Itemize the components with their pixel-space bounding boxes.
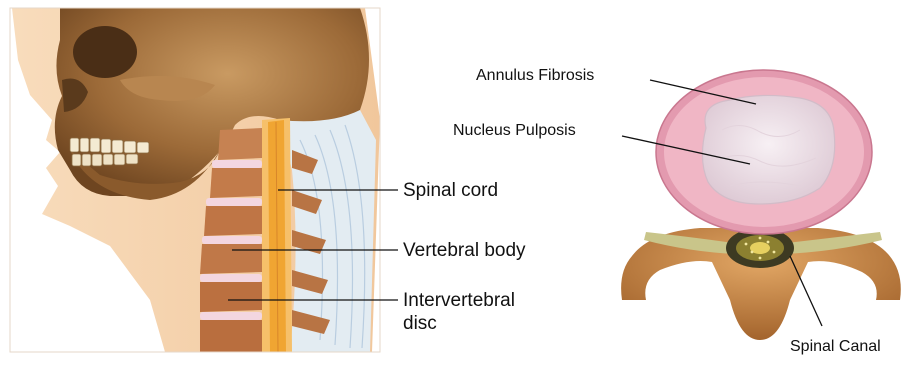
vertebra-body xyxy=(204,206,262,236)
lower-teeth xyxy=(72,154,138,166)
disc-5 xyxy=(200,312,262,320)
disc-4 xyxy=(200,274,262,282)
label-annulus-fibrosis: Annulus Fibrosis xyxy=(476,67,594,85)
label-intervertebral-line1: Intervertebral xyxy=(403,290,515,312)
label-vertebral-body: Vertebral body xyxy=(403,240,526,262)
vertebra-body xyxy=(200,244,262,274)
label-nucleus-pulposis: Nucleus Pulposis xyxy=(453,122,576,140)
vertebra-body xyxy=(200,320,262,352)
nucleus-pulposis xyxy=(702,95,834,204)
label-intervertebral-line2: disc xyxy=(403,313,437,335)
disc-2 xyxy=(206,198,262,206)
left-panel xyxy=(10,8,398,352)
disc-1 xyxy=(212,160,262,168)
right-panel xyxy=(621,70,901,340)
vertebra-body xyxy=(210,168,262,198)
disc-3 xyxy=(202,236,262,244)
vertebra-body xyxy=(218,128,262,160)
label-spinal-cord: Spinal cord xyxy=(403,180,498,202)
vertebra-body xyxy=(200,282,262,312)
leader-canal xyxy=(790,256,822,326)
label-spinal-canal: Spinal Canal xyxy=(790,338,881,356)
eye-socket xyxy=(73,26,137,78)
